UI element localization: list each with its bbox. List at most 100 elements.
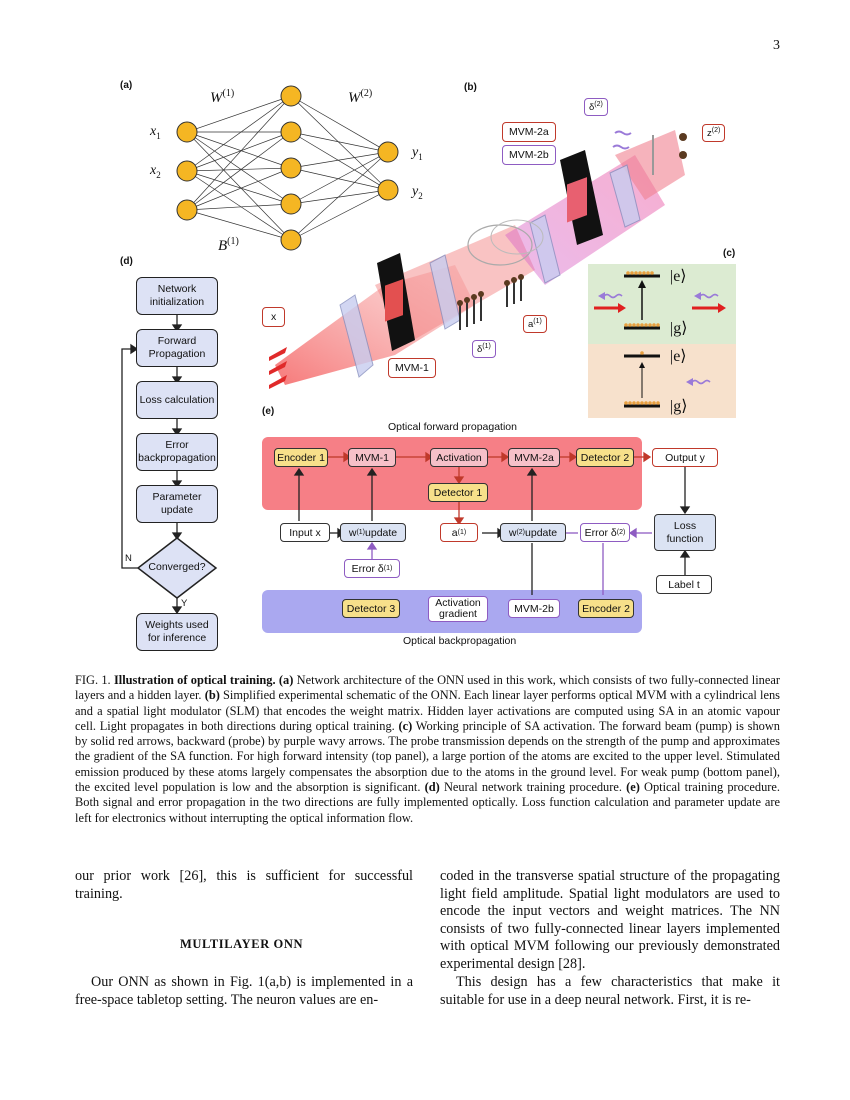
network-edge [186, 131, 292, 172]
flowchart-arrows [121, 315, 218, 615]
mvm2a-box: MVM-2a [508, 448, 560, 467]
network-edge [290, 131, 389, 191]
panel-label-e: (e) [262, 406, 275, 417]
network-neuron [280, 229, 302, 251]
network-neuron [176, 199, 198, 221]
network-neuron [280, 193, 302, 215]
caption-text-a: Network architecture of the ONN used in … [75, 673, 780, 703]
flow-step-update: Parameter update [136, 485, 218, 523]
network-edge [186, 131, 292, 205]
detector2-box: Detector 2 [576, 448, 634, 467]
network-edge [290, 151, 389, 241]
network-diagram [176, 85, 399, 251]
network-edge [290, 95, 389, 191]
network-edge [290, 189, 389, 205]
network-neuron [280, 85, 302, 107]
sa-panel-bottom [588, 344, 736, 418]
w2-update-box: w(2) update [500, 523, 566, 542]
feedback-label-b1: B(1) [218, 236, 239, 254]
input-x-label: x [262, 307, 286, 327]
flow-decision: Converged? [148, 561, 206, 573]
network-neuron [377, 179, 399, 201]
level-e-top: |e⟩ [670, 268, 687, 285]
level-g-bottom: |g⟩ [670, 398, 688, 415]
sa-activation-diagram [594, 271, 726, 408]
z2-label: z(2) [702, 124, 726, 143]
output-y-box: Output y [652, 448, 718, 467]
encoder2-box: Encoder 2 [578, 599, 634, 618]
network-edge [186, 170, 292, 205]
caption-label-d: (d) [424, 780, 440, 795]
caption-label-b: (b) [204, 688, 220, 703]
detector3-box: Detector 3 [342, 599, 400, 618]
network-neuron [280, 121, 302, 143]
flow-step-forward: Forward Propagation [136, 329, 218, 367]
mvm1-label: MVM-1 [388, 358, 436, 378]
network-edge [186, 167, 292, 211]
caption-text-b: Simplified experimental schematic of the… [75, 688, 780, 733]
network-edge [290, 151, 389, 169]
a1-label: a(1) [523, 315, 547, 334]
flow-step-final: Weights used for inference [136, 613, 218, 651]
caption-text-e: Optical training procedure. Both signal … [75, 780, 780, 825]
network-edge [186, 95, 292, 211]
input-x-box: Input x [280, 523, 330, 542]
figure-caption: FIG. 1. Illustration of optical training… [75, 673, 780, 826]
caption-text-d: Neural network training procedure. [439, 780, 627, 795]
a1-box: a(1) [440, 523, 478, 542]
left-col-para1: our prior work [26], this is sufficient … [75, 868, 413, 902]
caption-label-a: (a) [278, 673, 294, 687]
network-edge [290, 167, 389, 191]
left-col-para2: Our ONN as shown in Fig. 1(a,b) is imple… [75, 974, 413, 1008]
activation-gradient-box: Activation gradient [428, 596, 488, 622]
network-edge [290, 131, 389, 153]
mvm2a-label: MVM-2a [502, 122, 556, 142]
caption-label-c: (c) [398, 718, 413, 733]
network-edge [186, 203, 292, 211]
network-edge [186, 95, 292, 172]
page-number: 3 [773, 38, 780, 53]
section-heading: MULTILAYER ONN [180, 937, 304, 951]
mvm2b-label: MVM-2b [502, 145, 556, 165]
right-col-para1: coded in the transverse spatial structur… [440, 868, 780, 972]
error-d1-box: Error δ(1) [344, 559, 400, 578]
network-edge [290, 95, 389, 153]
network-edge [186, 95, 292, 133]
network-edge [186, 170, 292, 241]
network-neuron [176, 160, 198, 182]
network-edge [290, 151, 389, 205]
output-label-y1: y1 [412, 145, 423, 162]
label-t-box: Label t [656, 575, 712, 594]
flow-step-loss: Loss calculation [136, 381, 218, 419]
delta2-label: δ(2) [584, 98, 608, 117]
caption-fig-number: FIG. 1. [75, 673, 111, 687]
panel-label-a: (a) [120, 80, 133, 91]
right-col-para2: This design has a few characteristics th… [440, 974, 780, 1008]
flow-step-initialization: Network initialization [136, 277, 218, 315]
network-edge [186, 131, 292, 241]
input-label-x1: x1 [150, 124, 161, 141]
network-edge [186, 131, 292, 211]
panel-label-d: (d) [120, 256, 133, 267]
backward-title: Optical backpropagation [403, 635, 517, 647]
panel-label-c: (c) [723, 248, 736, 259]
panel-label-b: (b) [464, 82, 477, 93]
forward-title: Optical forward propagation [388, 421, 517, 433]
figure: (a) (b) (c) (d) (e) W(1) W(2) B(1) x1 x2… [120, 80, 736, 651]
delta1-label: δ(1) [472, 340, 496, 359]
output-label-y2: y2 [412, 184, 423, 201]
network-edge [186, 209, 292, 241]
network-edge [186, 167, 292, 172]
input-label-x2: x2 [150, 163, 161, 180]
caption-title: Illustration of optical training. [113, 673, 276, 687]
weight-label-w1: W(1) [210, 88, 235, 106]
sa-panel-top [588, 264, 736, 344]
flow-step-backprop: Error backpropagation [136, 433, 218, 471]
activation-box: Activation [430, 448, 488, 467]
network-neuron [377, 141, 399, 163]
caption-text-c: Working principle of SA activation. The … [75, 718, 781, 795]
w1-update-box: w(1) update [340, 523, 406, 542]
flow-no-label: N [125, 553, 132, 564]
network-edge [186, 131, 292, 169]
network-edge [290, 189, 389, 241]
